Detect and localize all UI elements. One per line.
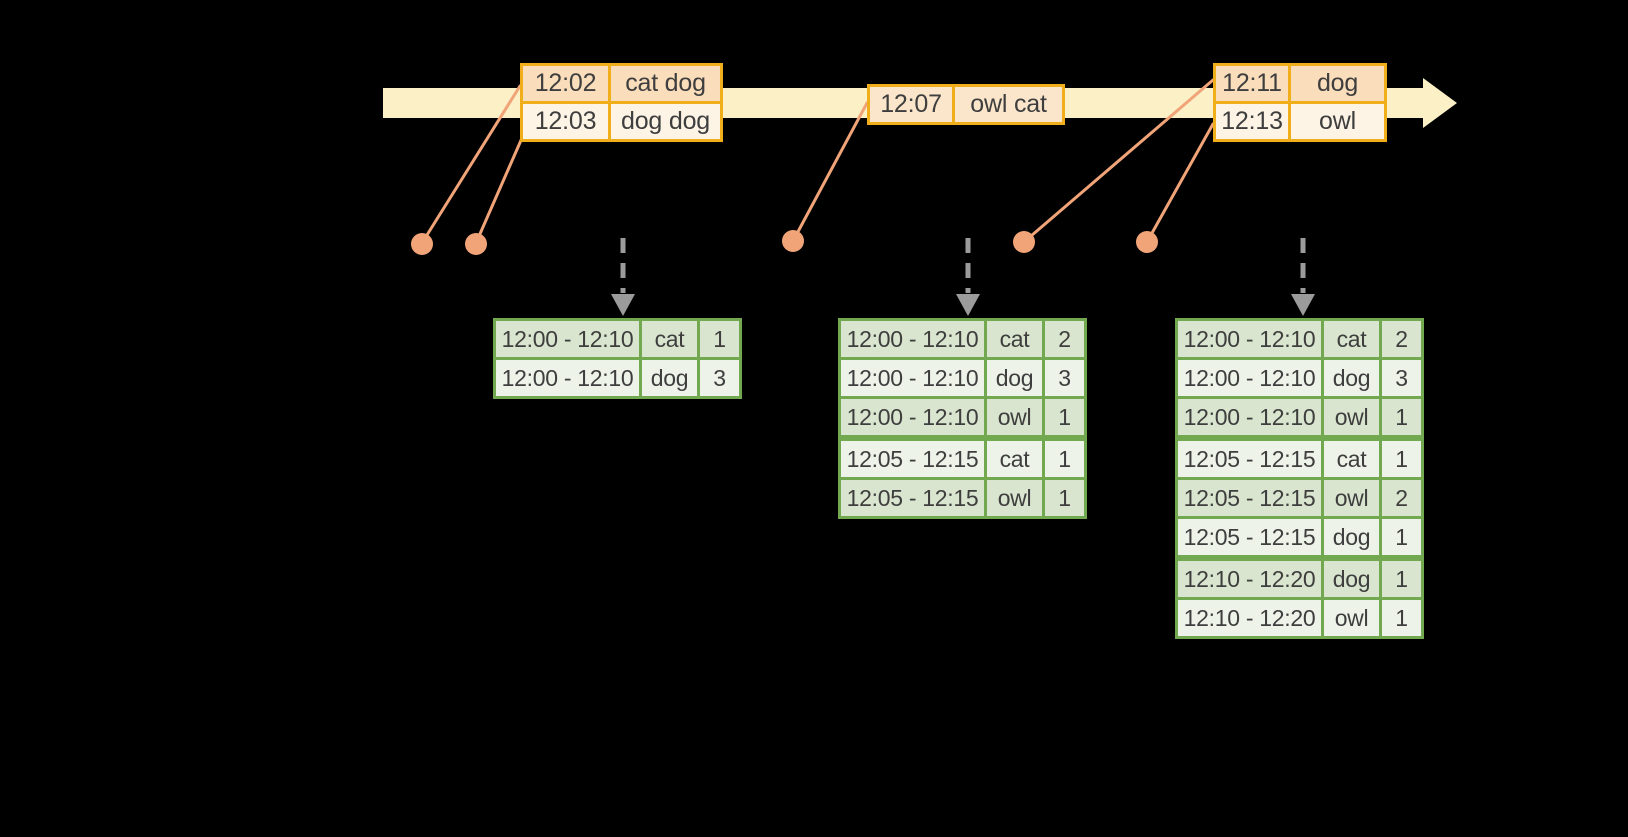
- table-cell: cat: [984, 318, 1045, 360]
- table-cell: 12:11: [1213, 63, 1291, 104]
- table-cell: 12:05 - 12:15: [1175, 516, 1324, 560]
- table-cell: owl: [1288, 101, 1387, 142]
- table-cell: 12:00 - 12:10: [493, 357, 642, 399]
- table-cell: 1: [1379, 435, 1424, 480]
- table-cell: owl: [984, 477, 1045, 519]
- table-cell: owl: [984, 396, 1045, 440]
- table-cell: owl: [1321, 597, 1382, 639]
- table-cell: 12:00 - 12:10: [838, 357, 987, 399]
- table-cell: 12:00 - 12:10: [493, 318, 642, 360]
- table-cell: 2: [1379, 318, 1424, 360]
- table-cell: dog: [1288, 63, 1387, 104]
- table-cell: 12:00 - 12:10: [1175, 318, 1324, 360]
- table-cell: 12:07: [867, 84, 955, 125]
- table-cell: dog: [984, 357, 1045, 399]
- table-cell: 1: [1379, 597, 1424, 639]
- table-cell: owl cat: [952, 84, 1065, 125]
- table-cell: cat: [639, 318, 700, 360]
- table-cell: 12:05 - 12:15: [1175, 435, 1324, 480]
- table-cell: dog dog: [608, 101, 723, 142]
- table-cell: 12:00 - 12:10: [1175, 357, 1324, 399]
- table-cell: 3: [1042, 357, 1087, 399]
- table-cell: 12:13: [1213, 101, 1291, 142]
- table-cell: dog: [1321, 516, 1382, 560]
- table-cell: 1: [1042, 396, 1087, 440]
- event-dot: [1013, 231, 1035, 253]
- table-cell: 1: [1042, 435, 1087, 480]
- table-cell: 1: [1379, 396, 1424, 440]
- event-connector-line: [1145, 122, 1215, 244]
- timeline-arrowhead-icon: [1423, 78, 1457, 128]
- table-cell: 12:03: [520, 101, 611, 142]
- table-cell: 1: [1042, 477, 1087, 519]
- table-cell: cat: [1321, 318, 1382, 360]
- table-cell: 1: [1379, 555, 1424, 600]
- table-cell: owl: [1321, 396, 1382, 440]
- table-cell: 12:05 - 12:15: [838, 477, 987, 519]
- table-cell: owl: [1321, 477, 1382, 519]
- table-cell: 12:05 - 12:15: [838, 435, 987, 480]
- table-cell: 12:10 - 12:20: [1175, 555, 1324, 600]
- table-cell: cat dog: [608, 63, 723, 104]
- table-cell: 1: [697, 318, 742, 360]
- table-cell: 2: [1042, 318, 1087, 360]
- trigger-arrow-icon: [611, 238, 635, 316]
- trigger-arrow-icon: [1291, 238, 1315, 316]
- table-cell: dog: [1321, 357, 1382, 399]
- event-dot: [1136, 231, 1158, 253]
- event-connector-line: [474, 136, 524, 245]
- table-cell: cat: [1321, 435, 1382, 480]
- table-cell: dog: [1321, 555, 1382, 600]
- table-cell: 12:10 - 12:20: [1175, 597, 1324, 639]
- table-cell: 12:00 - 12:10: [838, 396, 987, 440]
- event-connector-line: [1022, 78, 1215, 244]
- table-cell: cat: [984, 435, 1045, 480]
- trigger-arrow-icon: [956, 238, 980, 316]
- table-cell: 12:02: [520, 63, 611, 104]
- event-connector-line: [420, 84, 522, 245]
- table-cell: 2: [1379, 477, 1424, 519]
- event-dot: [782, 230, 804, 252]
- event-connector-line: [791, 101, 869, 243]
- table-cell: dog: [639, 357, 700, 399]
- table-cell: 3: [697, 357, 742, 399]
- table-cell: 1: [1379, 516, 1424, 560]
- table-cell: 12:05 - 12:15: [1175, 477, 1324, 519]
- event-dot: [411, 233, 433, 255]
- table-cell: 12:00 - 12:10: [1175, 396, 1324, 440]
- event-dot: [465, 233, 487, 255]
- table-cell: 12:00 - 12:10: [838, 318, 987, 360]
- table-cell: 3: [1379, 357, 1424, 399]
